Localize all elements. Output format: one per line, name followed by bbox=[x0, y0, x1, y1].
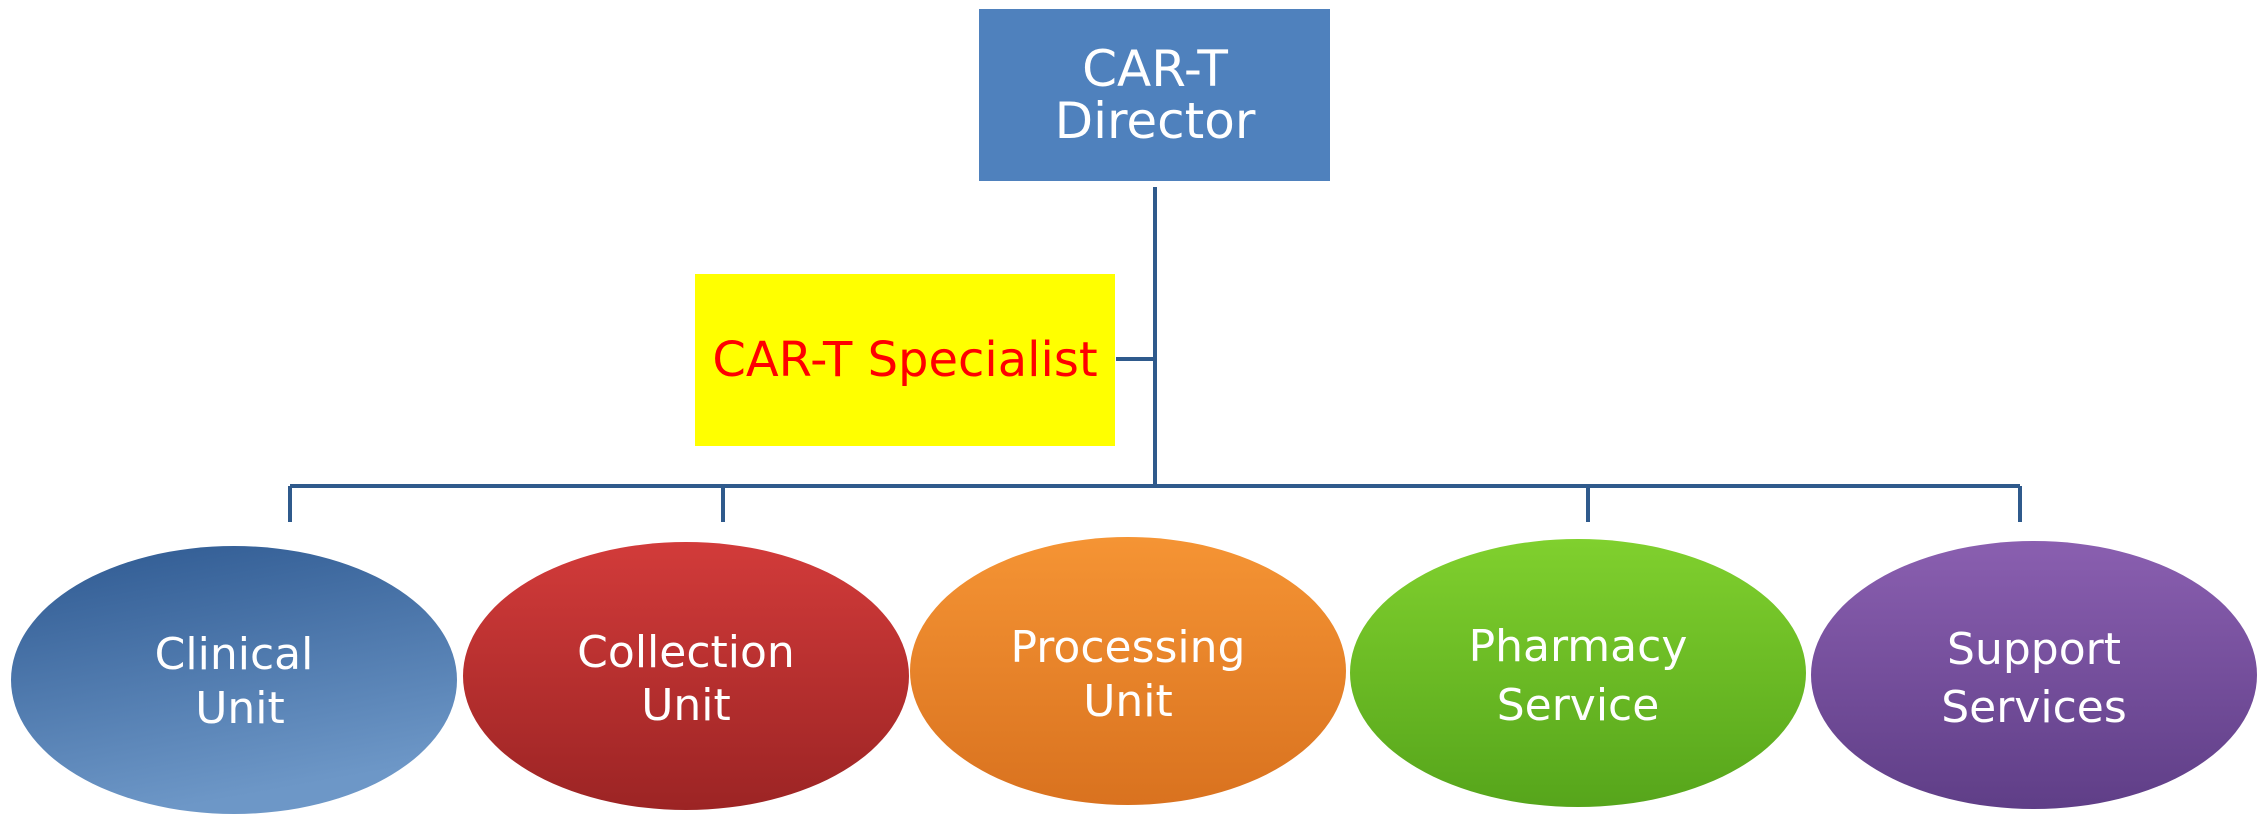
unit-clinical: Clinical Unit bbox=[11, 546, 457, 814]
unit-processing: Processing Unit bbox=[910, 537, 1346, 805]
unit-support: Support Services bbox=[1811, 541, 2257, 809]
unit-collection: Collection Unit bbox=[463, 542, 909, 810]
unit-label-line2: Unit bbox=[1083, 676, 1173, 727]
connectors bbox=[288, 187, 2022, 522]
unit-label-line1: Processing bbox=[1011, 622, 1246, 673]
specialist-box bbox=[695, 274, 1115, 446]
unit-ellipse bbox=[1811, 541, 2257, 809]
unit-label-line2: Service bbox=[1497, 680, 1660, 731]
unit-ellipse bbox=[910, 537, 1346, 805]
unit-label-line2: Unit bbox=[641, 680, 731, 731]
director-box bbox=[979, 9, 1330, 181]
unit-label-line1: Support bbox=[1947, 624, 2121, 675]
unit-ellipse bbox=[1350, 539, 1806, 807]
specialist-node: CAR-T Specialist bbox=[695, 274, 1115, 446]
director-label-line2: Director bbox=[1055, 92, 1256, 150]
unit-label-line2: Services bbox=[1941, 682, 2127, 733]
unit-ellipse bbox=[463, 542, 909, 810]
director-node: CAR-T Director bbox=[979, 9, 1330, 181]
unit-pharmacy: Pharmacy Service bbox=[1350, 539, 1806, 807]
unit-label-line1: Clinical bbox=[155, 629, 314, 680]
unit-label-line1: Collection bbox=[577, 627, 795, 678]
unit-ellipse bbox=[11, 546, 457, 814]
director-label-line1: CAR-T bbox=[1082, 40, 1228, 98]
unit-label-line1: Pharmacy bbox=[1469, 621, 1688, 672]
specialist-label: CAR-T Specialist bbox=[712, 332, 1097, 388]
unit-label-line2: Unit bbox=[195, 683, 285, 734]
